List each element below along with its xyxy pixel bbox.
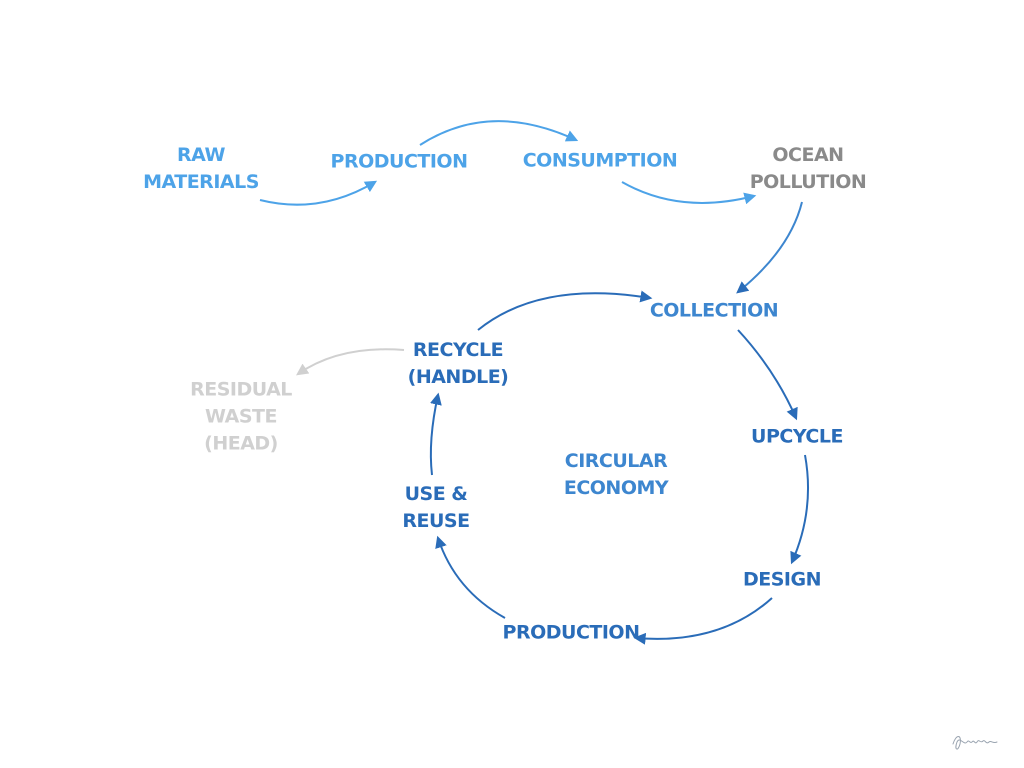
node-collection-label: COLLECTION (649, 299, 779, 322)
arrow-recycle-to-residual (296, 348, 405, 376)
node-linear-production-label: PRODUCTION (330, 150, 468, 173)
node-circular-production: PRODUCTION (503, 620, 640, 647)
node-raw-materials-line-2: MATERIALS (143, 171, 259, 193)
node-residual-waste-line-1: RESIDUAL (190, 378, 292, 401)
node-raw-materials-line-1: RAW (177, 144, 225, 166)
node-ocean-pollution: OCEAN POLLUTION (750, 142, 867, 196)
node-ocean-pollution-line-1: OCEAN (772, 144, 844, 166)
node-use-reuse-line-1: USE & (404, 483, 468, 505)
arrow-upcycle-to-design (790, 454, 809, 565)
node-ocean-pollution-line-2: POLLUTION (749, 171, 867, 193)
node-linear-production: PRODUCTION (331, 149, 468, 176)
node-residual-waste-line-3: (HEAD) (204, 432, 278, 455)
arrow-ocean-to-collection (736, 201, 803, 294)
arrow-design-to-production (633, 597, 773, 645)
node-consumption: CONSUMPTION (523, 148, 678, 175)
node-circular-economy: CIRCULAR ECONOMY (563, 448, 669, 502)
node-circular-economy-line-2: ECONOMY (563, 477, 669, 499)
node-recycle: RECYCLE (HANDLE) (408, 337, 509, 391)
node-residual-waste: RESIDUAL WASTE (HEAD) (190, 377, 292, 458)
arrow-collection-to-upcycle (737, 329, 798, 421)
node-recycle-line-1: RECYCLE (412, 339, 504, 361)
node-upcycle: UPCYCLE (751, 424, 843, 451)
node-circular-production-label: PRODUCTION (502, 621, 640, 644)
node-collection: COLLECTION (649, 298, 779, 325)
node-upcycle-label: UPCYCLE (751, 425, 843, 448)
node-use-reuse-line-2: REUSE (402, 510, 470, 532)
arrow-recycle-to-collection (477, 290, 653, 331)
node-circular-economy-line-1: CIRCULAR (564, 450, 668, 472)
node-residual-waste-line-2: WASTE (205, 405, 277, 428)
arrow-raw-to-production (259, 180, 378, 206)
node-consumption-label: CONSUMPTION (522, 149, 678, 172)
signature-icon (952, 736, 998, 750)
node-design-label: DESIGN (742, 568, 822, 591)
node-raw-materials: RAW MATERIALS (143, 142, 259, 196)
node-design: DESIGN (742, 567, 822, 594)
node-recycle-line-2: (HANDLE) (407, 366, 509, 388)
arrow-production-to-use (435, 535, 506, 619)
node-use-reuse: USE & REUSE (402, 481, 470, 535)
arrow-consumption-to-ocean (621, 181, 757, 205)
arrow-use-to-recycle (429, 392, 442, 476)
arrow-production-to-consumption (419, 120, 579, 146)
